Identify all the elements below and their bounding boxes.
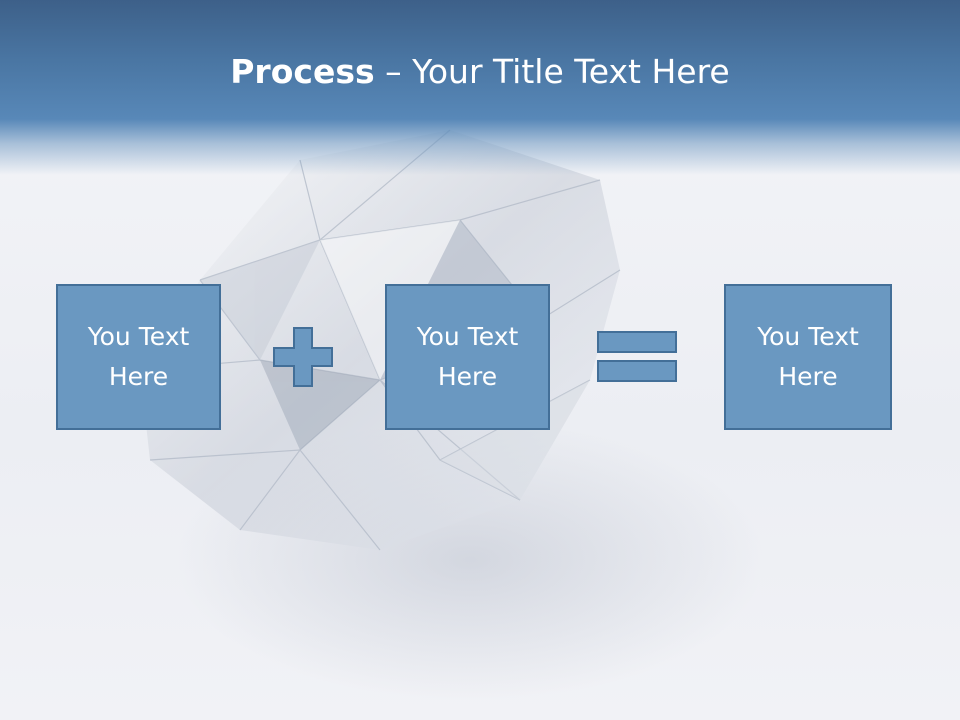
process-box-2-text: You Text Here (403, 317, 533, 397)
title-rest-text: – Your Title Text Here (374, 52, 730, 91)
process-box-1-text: You Text Here (74, 317, 204, 397)
process-box-2-line1: You Text (416, 322, 519, 351)
process-box-3-line2: Here (778, 362, 838, 391)
process-box-1-line1: You Text (87, 322, 190, 351)
process-box-3[interactable]: You Text Here (724, 284, 892, 430)
slide-title: Process – Your Title Text Here (0, 52, 960, 91)
plus-icon (273, 327, 333, 387)
header-band (0, 0, 960, 175)
process-box-3-line1: You Text (757, 322, 859, 351)
process-box-2-line2: Here (437, 362, 498, 391)
process-box-3-text: You Text Here (743, 317, 873, 397)
equals-icon (597, 331, 677, 382)
process-box-1[interactable]: You Text Here (56, 284, 221, 430)
title-bold-text: Process (230, 52, 375, 91)
process-box-1-line2: Here (108, 362, 169, 391)
process-box-2[interactable]: You Text Here (385, 284, 550, 430)
